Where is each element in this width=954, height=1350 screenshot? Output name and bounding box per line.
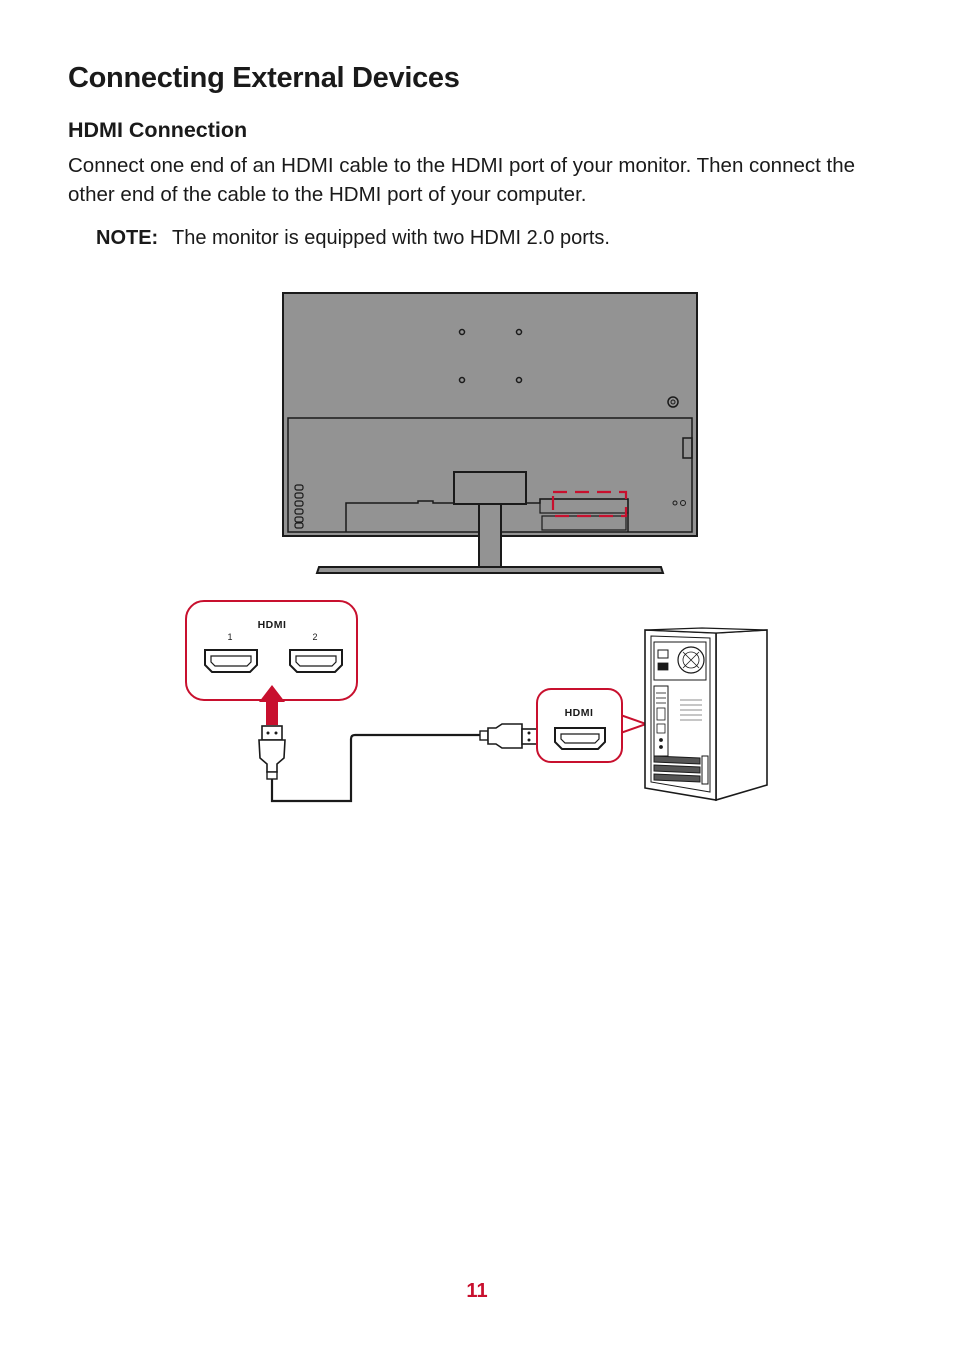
- note: NOTE: The monitor is equipped with two HD…: [96, 225, 610, 251]
- port-label-1: 1: [227, 632, 232, 642]
- monitor-back-illustration: [282, 292, 698, 574]
- body-paragraph: Connect one end of an HDMI cable to the …: [68, 154, 856, 206]
- port-label-2: 2: [312, 632, 317, 642]
- monitor-hdmi-logo: HDMI: [258, 619, 287, 631]
- hdmi-cable: [258, 723, 538, 803]
- computer-hdmi-port-icon: [554, 727, 606, 750]
- note-label: NOTE:: [96, 227, 159, 249]
- note-text: The monitor is equipped with two HDMI 2.…: [172, 227, 610, 249]
- section-title: HDMI Connection: [68, 118, 248, 142]
- monitor-hdmi-callout: HDMI 1 2: [185, 600, 358, 701]
- hdmi-ports-highlight: [551, 490, 628, 518]
- hdmi-connection-diagram: HDMI 1 2 HDMI: [185, 292, 768, 803]
- insert-arrow-icon: [259, 685, 285, 725]
- page-title: Connecting External Devices: [68, 62, 460, 94]
- page-number: 11: [466, 1280, 488, 1302]
- computer-hdmi-callout: HDMI: [536, 688, 650, 763]
- hdmi-port-2-icon: [289, 649, 343, 673]
- hdmi-port-1-icon: [204, 649, 258, 673]
- computer-hdmi-logo: HDMI: [565, 707, 594, 719]
- computer-tower-illustration: [644, 627, 768, 802]
